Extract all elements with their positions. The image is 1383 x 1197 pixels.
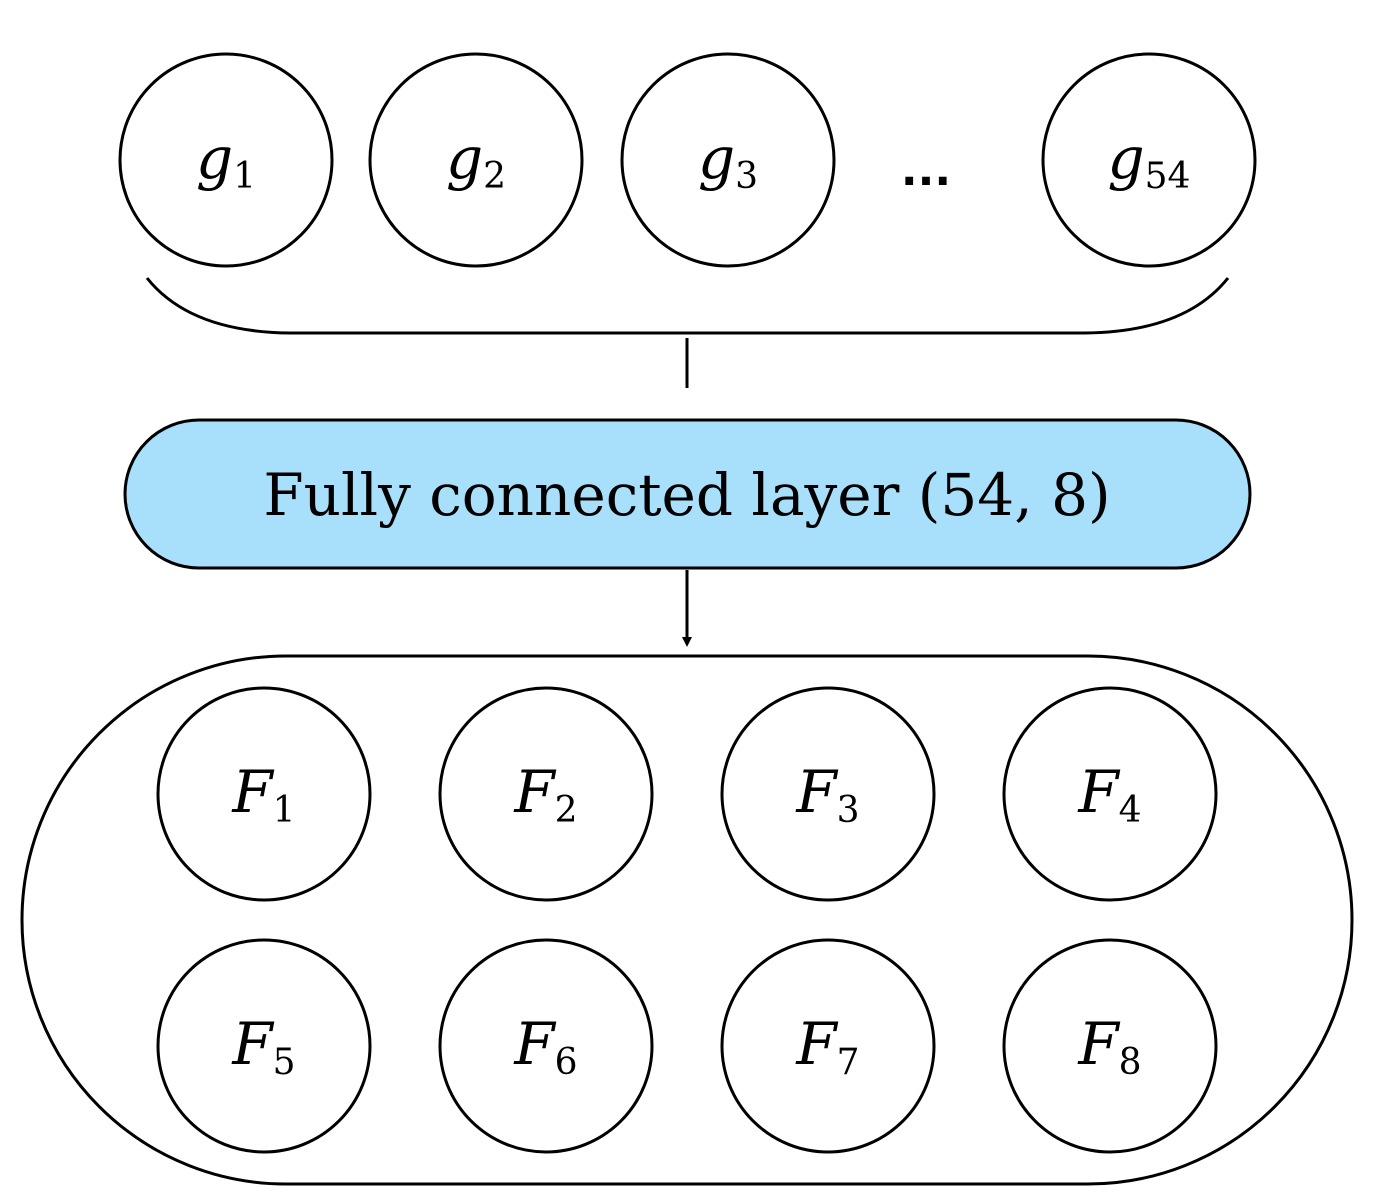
output-node-f6: F6	[438, 938, 654, 1154]
input-node-symbol: g	[1108, 124, 1145, 192]
output-node-symbol: F	[513, 758, 556, 826]
output-node-symbol: F	[231, 758, 274, 826]
output-node-subscript: 4	[1119, 790, 1142, 831]
output-node-subscript: 8	[1119, 1042, 1142, 1083]
output-node-f4: F4	[1002, 686, 1218, 902]
output-node-f2: F2	[438, 686, 654, 902]
input-node-symbol: g	[698, 124, 735, 192]
svg-text:F2: F2	[513, 758, 577, 831]
svg-text:g1: g1	[196, 124, 256, 197]
ellipsis-label: ...	[901, 145, 951, 196]
fully-connected-layer-label: Fully connected layer (54, 8)	[263, 461, 1110, 529]
svg-text:F4: F4	[1077, 758, 1141, 831]
output-node-symbol: F	[1077, 1010, 1120, 1078]
output-node-subscript: 6	[555, 1042, 578, 1083]
output-node-f5: F5	[156, 938, 372, 1154]
svg-text:g3: g3	[698, 124, 758, 197]
output-node-subscript: 2	[555, 790, 578, 831]
input-node-g1: g1	[118, 52, 334, 268]
svg-text:F6: F6	[513, 1010, 577, 1083]
output-node-subscript: 7	[837, 1042, 860, 1083]
output-node-symbol: F	[231, 1010, 274, 1078]
output-node-f7: F7	[720, 938, 936, 1154]
input-node-g2: g2	[368, 52, 584, 268]
input-node-subscript: 54	[1145, 156, 1191, 197]
svg-text:g2: g2	[446, 124, 506, 197]
svg-text:g54: g54	[1108, 124, 1191, 197]
input-node-subscript: 3	[735, 156, 758, 197]
input-node-symbol: g	[196, 124, 233, 192]
svg-text:F3: F3	[795, 758, 859, 831]
output-node-f1: F1	[156, 686, 372, 902]
svg-text:F8: F8	[1077, 1010, 1141, 1083]
output-node-subscript: 5	[273, 1042, 296, 1083]
svg-text:F1: F1	[231, 758, 295, 831]
input-node-g3: g3	[620, 52, 836, 268]
output-node-subscript: 1	[273, 790, 296, 831]
output-node-f8: F8	[1002, 938, 1218, 1154]
output-node-symbol: F	[795, 1010, 838, 1078]
svg-text:F7: F7	[795, 1010, 859, 1083]
input-node-g54: g54	[1041, 52, 1257, 268]
input-node-subscript: 2	[483, 156, 506, 197]
output-node-subscript: 3	[837, 790, 860, 831]
output-node-symbol: F	[1077, 758, 1120, 826]
output-node-symbol: F	[513, 1010, 556, 1078]
input-node-symbol: g	[446, 124, 483, 192]
svg-text:F5: F5	[231, 1010, 295, 1083]
output-node-f3: F3	[720, 686, 936, 902]
output-node-symbol: F	[795, 758, 838, 826]
input-group-brace	[145, 277, 1230, 335]
input-node-subscript: 1	[233, 156, 256, 197]
fully-connected-layer-box	[123, 418, 1252, 570]
